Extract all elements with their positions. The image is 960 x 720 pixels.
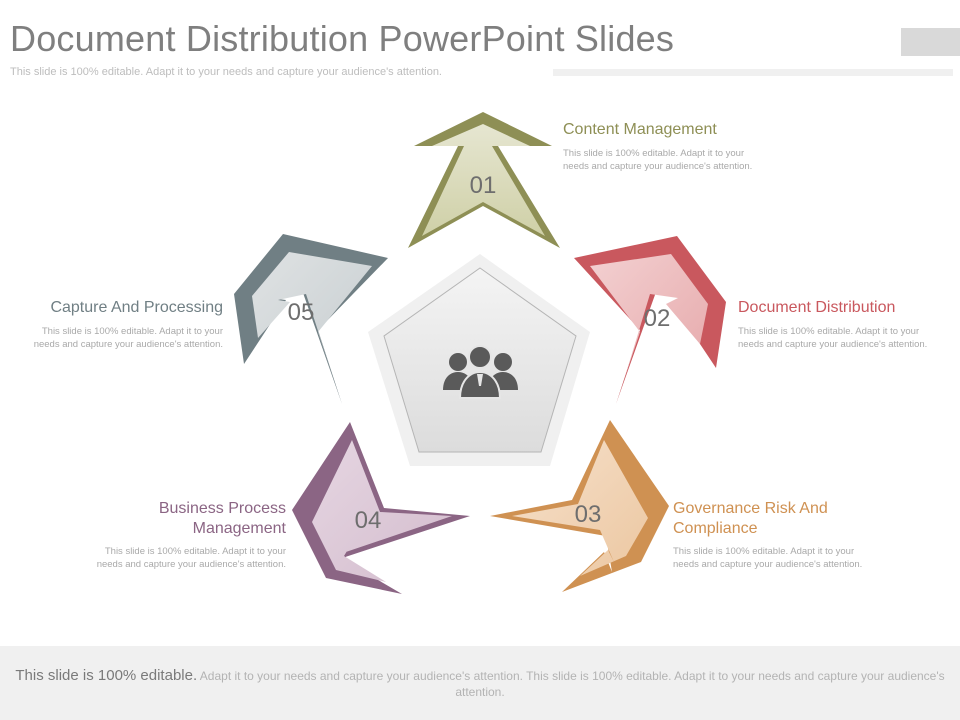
footer-text: This slide is 100% editable. Adapt it to…	[12, 668, 948, 700]
step-2-arrow	[574, 236, 726, 404]
header-decoration-box	[901, 28, 960, 56]
step-1-description: This slide is 100% editable. Adapt it to…	[563, 148, 753, 172]
slide-subtitle: This slide is 100% editable. Adapt it to…	[10, 66, 442, 78]
step-5-arrow	[234, 234, 388, 404]
step-1-label: Content Management	[563, 121, 717, 138]
step-3-number: 03	[575, 501, 602, 528]
step-5-label: Capture And Processing	[50, 299, 223, 316]
footer-rest-text: Adapt it to your needs and capture your …	[197, 669, 945, 699]
step-2-label: Document Distribution	[738, 299, 896, 316]
footer-lead-text: This slide is 100% editable.	[15, 667, 198, 684]
step-3-description: This slide is 100% editable. Adapt it to…	[673, 546, 863, 570]
step-1-number: 01	[470, 172, 497, 199]
slide-title: Document Distribution PowerPoint Slides	[10, 18, 675, 59]
header-decoration-line	[553, 69, 953, 76]
step-4-arrow	[292, 422, 470, 594]
people-group-icon	[443, 345, 518, 399]
step-1-arrow	[408, 112, 560, 248]
step-3-label: Governance Risk And Compliance	[673, 500, 828, 537]
step-2-description: This slide is 100% editable. Adapt it to…	[738, 326, 928, 350]
footer-band	[0, 646, 960, 720]
step-2-number: 02	[644, 305, 671, 332]
step-4-description: This slide is 100% editable. Adapt it to…	[96, 546, 286, 570]
step-4-number: 04	[355, 507, 382, 534]
step-4-label: Business Process Management	[158, 500, 286, 537]
step-5-description: This slide is 100% editable. Adapt it to…	[33, 326, 223, 350]
step-3-arrow	[490, 420, 669, 592]
step-5-number: 05	[288, 299, 315, 326]
